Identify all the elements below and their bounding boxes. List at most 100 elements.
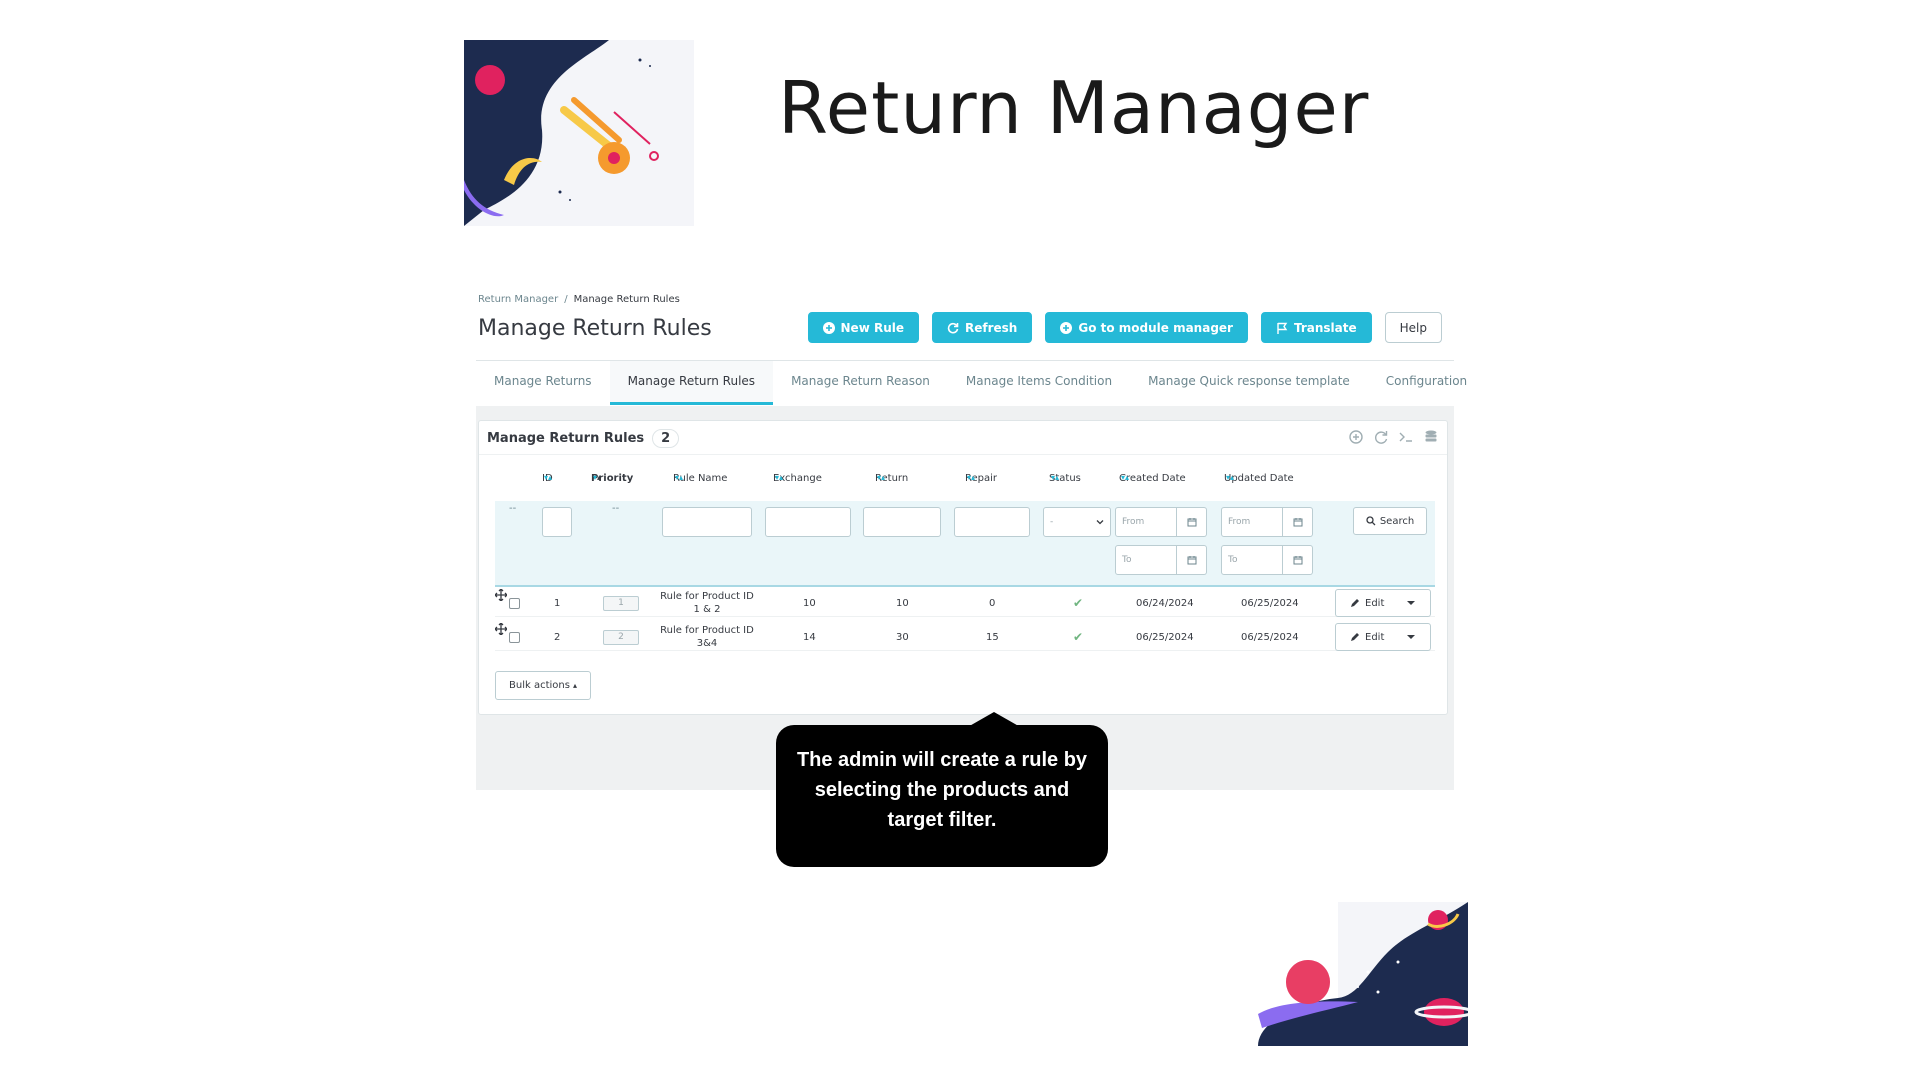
calendar-button[interactable] xyxy=(1177,545,1207,575)
caret-down-icon[interactable] xyxy=(1406,599,1416,607)
status-enabled-icon[interactable]: ✔ xyxy=(1073,596,1084,610)
edit-button[interactable]: Edit xyxy=(1335,623,1431,651)
row-checkbox[interactable] xyxy=(509,632,520,643)
translate-button[interactable]: Translate xyxy=(1260,312,1372,343)
tab-manage-quick-response[interactable]: Manage Quick response template xyxy=(1148,374,1350,388)
new-rule-label: New Rule xyxy=(840,320,904,335)
callout-box: The admin will create a rule by selectin… xyxy=(776,725,1108,867)
row-id: 1 xyxy=(554,598,561,609)
row-updated: 06/25/2024 xyxy=(1241,632,1299,643)
space-illustration-top xyxy=(464,40,694,226)
col-exchange-label: Exchange xyxy=(773,473,822,484)
sort-arrows-icon[interactable]: ▾▴ xyxy=(967,473,976,482)
page-title: Manage Return Rules xyxy=(478,316,712,341)
space-illustration-bottom xyxy=(1258,902,1468,1046)
module-manager-button[interactable]: Go to module manager xyxy=(1045,312,1248,343)
sort-arrows-icon[interactable]: ▾▴ xyxy=(675,473,684,482)
breadcrumb: Return Manager/Manage Return Rules xyxy=(478,294,680,305)
caret-up-icon: ▴ xyxy=(572,681,577,690)
calendar-icon xyxy=(1293,518,1302,527)
updated-to-input[interactable]: To xyxy=(1221,545,1283,575)
drag-handle-icon[interactable] xyxy=(494,622,508,636)
rule-name-filter-input[interactable] xyxy=(662,507,752,537)
tab-configuration[interactable]: Configuration xyxy=(1385,374,1468,388)
drag-handle-icon[interactable] xyxy=(494,588,508,602)
status-enabled-icon[interactable]: ✔ xyxy=(1073,630,1084,644)
refresh-icon[interactable] xyxy=(1373,429,1389,445)
row-checkbox[interactable] xyxy=(509,598,520,609)
count-badge: 2 xyxy=(652,429,680,448)
caret-down-icon[interactable] xyxy=(1406,633,1416,641)
created-from-placeholder: From xyxy=(1122,517,1145,527)
search-icon xyxy=(1366,516,1376,526)
created-from-input[interactable]: From xyxy=(1115,507,1177,537)
tab-manage-items-condition[interactable]: Manage Items Condition xyxy=(965,374,1113,388)
row-repair: 15 xyxy=(986,632,999,643)
new-rule-button[interactable]: New Rule xyxy=(807,312,919,343)
priority-input[interactable]: 1 xyxy=(603,596,639,611)
search-label: Search xyxy=(1379,515,1415,527)
row-return: 30 xyxy=(896,632,909,643)
filter-empty: -- xyxy=(509,503,517,514)
database-icon[interactable] xyxy=(1423,429,1439,445)
col-updated-label: Updated Date xyxy=(1224,473,1294,484)
sort-arrows-icon[interactable]: ▾▴ xyxy=(1226,473,1235,482)
admin-panel: Return Manager/Manage Return Rules Manag… xyxy=(476,290,1467,790)
calendar-button[interactable] xyxy=(1177,507,1207,537)
calendar-button[interactable] xyxy=(1283,545,1313,575)
terminal-icon[interactable] xyxy=(1398,429,1414,445)
exchange-filter-input[interactable] xyxy=(765,507,851,537)
row-rule-name: Rule for Product ID 3&4 xyxy=(660,625,754,649)
updated-from-input[interactable]: From xyxy=(1221,507,1283,537)
sort-arrows-icon[interactable]: ▾▴ xyxy=(775,473,784,482)
status-filter-value: - xyxy=(1050,517,1054,527)
plus-circle-icon xyxy=(822,321,835,334)
col-created-label: Created Date xyxy=(1119,473,1186,484)
priority-input[interactable]: 2 xyxy=(603,630,639,645)
toolbar: New Rule Refresh Go to module manager Tr… xyxy=(807,312,1442,343)
pencil-icon xyxy=(1351,633,1359,641)
sort-arrows-icon[interactable]: ▾▴ xyxy=(544,473,553,482)
tab-manage-return-reason[interactable]: Manage Return Reason xyxy=(791,374,930,388)
sort-arrows-icon[interactable]: ▾▴ xyxy=(877,473,886,482)
calendar-button[interactable] xyxy=(1283,507,1313,537)
plus-circle-icon xyxy=(1060,321,1073,334)
sort-arrows-icon[interactable]: ▾▴ xyxy=(1121,473,1130,482)
calendar-icon xyxy=(1293,556,1302,565)
help-button[interactable]: Help xyxy=(1384,312,1442,343)
table-row[interactable]: 2 2 Rule for Product ID 3&4 14 30 15 ✔ 0… xyxy=(494,622,1435,651)
bulk-actions-button[interactable]: Bulk actions ▴ xyxy=(495,671,591,700)
callout-tail xyxy=(966,712,1022,728)
sort-arrows-icon[interactable]: ▾▴ xyxy=(593,473,602,482)
row-return: 10 xyxy=(896,598,909,609)
col-priority-label: Priority xyxy=(591,473,634,484)
row-exchange: 10 xyxy=(803,598,816,609)
table-row[interactable]: 1 1 Rule for Product ID 1 & 2 10 10 0 ✔ … xyxy=(494,588,1435,617)
updated-from-placeholder: From xyxy=(1228,517,1251,527)
breadcrumb-parent[interactable]: Return Manager xyxy=(478,294,559,305)
return-filter-input[interactable] xyxy=(863,507,941,537)
col-rule-name-label: Rule Name xyxy=(673,473,728,484)
translate-label: Translate xyxy=(1293,320,1357,335)
refresh-button[interactable]: Refresh xyxy=(932,312,1033,343)
search-button[interactable]: Search xyxy=(1353,507,1427,535)
row-created: 06/25/2024 xyxy=(1136,632,1194,643)
filter-empty: -- xyxy=(612,503,620,514)
row-updated: 06/25/2024 xyxy=(1241,598,1299,609)
row-exchange: 14 xyxy=(803,632,816,643)
flag-icon xyxy=(1277,322,1288,334)
created-to-input[interactable]: To xyxy=(1115,545,1177,575)
card-tools xyxy=(1348,429,1439,445)
edit-button[interactable]: Edit xyxy=(1335,589,1431,617)
status-filter-select[interactable]: - xyxy=(1043,507,1111,537)
bulk-actions-label: Bulk actions xyxy=(509,680,570,691)
tab-manage-return-rules[interactable]: Manage Return Rules xyxy=(609,361,774,405)
add-icon[interactable] xyxy=(1348,429,1364,445)
header-divider xyxy=(476,360,1454,361)
id-filter-input[interactable] xyxy=(542,507,572,537)
edit-label: Edit xyxy=(1365,597,1385,609)
tab-manage-returns[interactable]: Manage Returns xyxy=(494,374,592,388)
repair-filter-input[interactable] xyxy=(954,507,1030,537)
sort-arrows-icon[interactable]: ▾▴ xyxy=(1051,473,1060,482)
